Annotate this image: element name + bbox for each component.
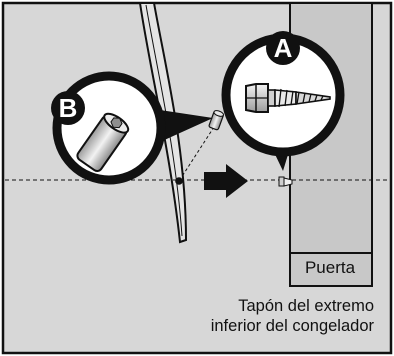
direction-arrow [204,164,248,198]
cap-icon [76,112,130,173]
caption: Tapón del extremo inferior del congelado… [211,296,374,336]
callout-a [221,33,345,171]
cap-leader-line [180,126,215,179]
callout-b-badge [51,91,85,125]
door-label-box [289,252,373,287]
screw-icon [245,83,331,113]
door-label: Puerta [304,258,356,277]
callout-a-badge [266,31,300,65]
screw-part [278,176,293,187]
callout-b-letter: B [59,93,78,123]
cap-part [208,110,225,131]
caption-line-1: Tapón del extremo [238,297,374,315]
caption-line-2: inferior del congelador [210,317,374,335]
callout-a-letter: A [274,33,293,63]
hole-marker [175,177,183,185]
